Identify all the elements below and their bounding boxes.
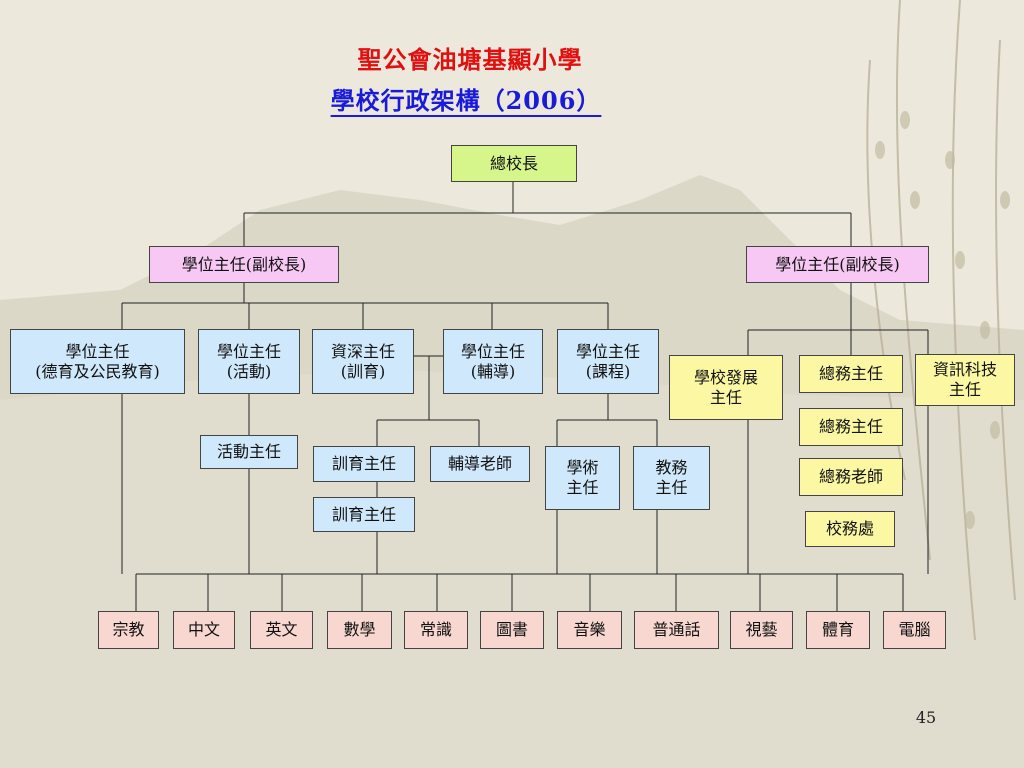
node-civic-education: 學位主任 (德育及公民教育): [10, 329, 185, 394]
node-activities-head: 學位主任 (活動): [198, 329, 300, 394]
school-name-title: 聖公會油塘基顯小學: [357, 45, 583, 74]
subject-mathematics: 數學: [327, 611, 392, 649]
subject-library: 圖書: [480, 611, 544, 649]
node-principal: 總校長: [451, 145, 577, 182]
node-discipline-senior: 資深主任 (訓育): [312, 329, 414, 394]
node-general-affairs-teacher: 總務老師: [799, 458, 903, 496]
subject-visual-arts: 視藝: [730, 611, 793, 649]
node-activity-master: 活動主任: [200, 435, 298, 469]
subject-putonghua: 普通話: [634, 611, 719, 649]
subject-religion: 宗教: [98, 611, 159, 649]
node-curriculum-head: 學位主任 (課程): [557, 329, 659, 394]
node-discipline-master-2: 訓育主任: [313, 497, 415, 532]
subject-music: 音樂: [557, 611, 622, 649]
node-vice-principal-right: 學位主任(副校長): [746, 246, 929, 283]
subject-english: 英文: [250, 611, 313, 649]
node-teaching-affairs: 教務 主任: [633, 446, 710, 510]
node-academic-master: 學術 主任: [545, 446, 620, 510]
subject-computer: 電腦: [883, 611, 946, 649]
subject-chinese: 中文: [173, 611, 235, 649]
node-general-affairs-2: 總務主任: [799, 408, 903, 446]
page-number: 45: [915, 708, 937, 727]
node-guidance-teacher: 輔導老師: [430, 446, 530, 482]
node-general-affairs-1: 總務主任: [799, 355, 903, 393]
chart-subtitle: 學校行政架構（2006）: [330, 86, 602, 115]
node-it-master: 資訊科技 主任: [915, 354, 1015, 406]
subject-general-studies: 常識: [404, 611, 468, 649]
subject-physical-education: 體育: [806, 611, 870, 649]
node-vice-principal-left: 學位主任(副校長): [149, 246, 339, 283]
node-discipline-master-1: 訓育主任: [313, 446, 415, 482]
node-school-development: 學校發展 主任: [669, 355, 783, 420]
node-guidance-head: 學位主任 (輔導): [443, 329, 543, 394]
node-school-office: 校務處: [805, 511, 895, 547]
